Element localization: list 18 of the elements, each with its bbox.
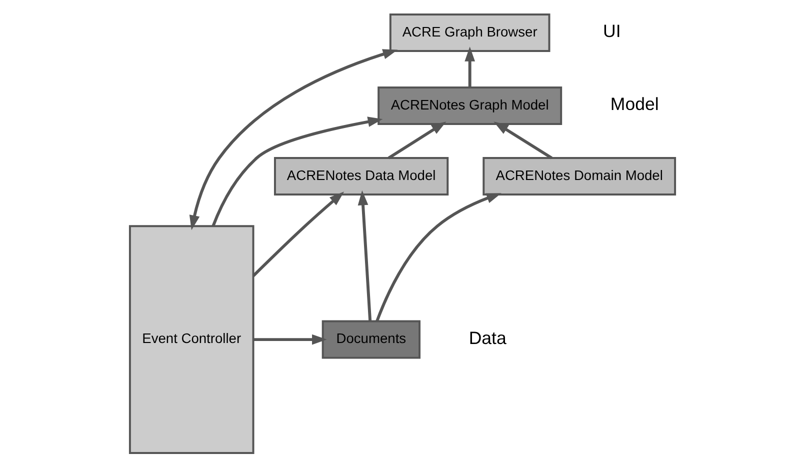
arrow	[252, 192, 344, 277]
label: Model	[610, 94, 659, 114]
node-box: ACRENotes Data Model	[274, 157, 449, 196]
arrow	[189, 49, 398, 230]
node-box: Documents	[322, 320, 420, 359]
arrow	[464, 46, 476, 88]
arrow	[253, 334, 327, 345]
arrow	[376, 193, 502, 322]
node-box: ACRE Graph Browser	[389, 13, 550, 52]
arrow	[388, 122, 446, 160]
arrow	[358, 190, 372, 322]
arrow	[494, 122, 552, 160]
arrow	[212, 116, 383, 227]
label: UI	[603, 21, 621, 42]
node-box: Event Controller	[128, 225, 254, 454]
node-box: ACRENotes Graph Model	[378, 86, 562, 125]
node-box: ACRENotes Domain Model	[482, 157, 676, 196]
label: Data	[468, 328, 506, 348]
